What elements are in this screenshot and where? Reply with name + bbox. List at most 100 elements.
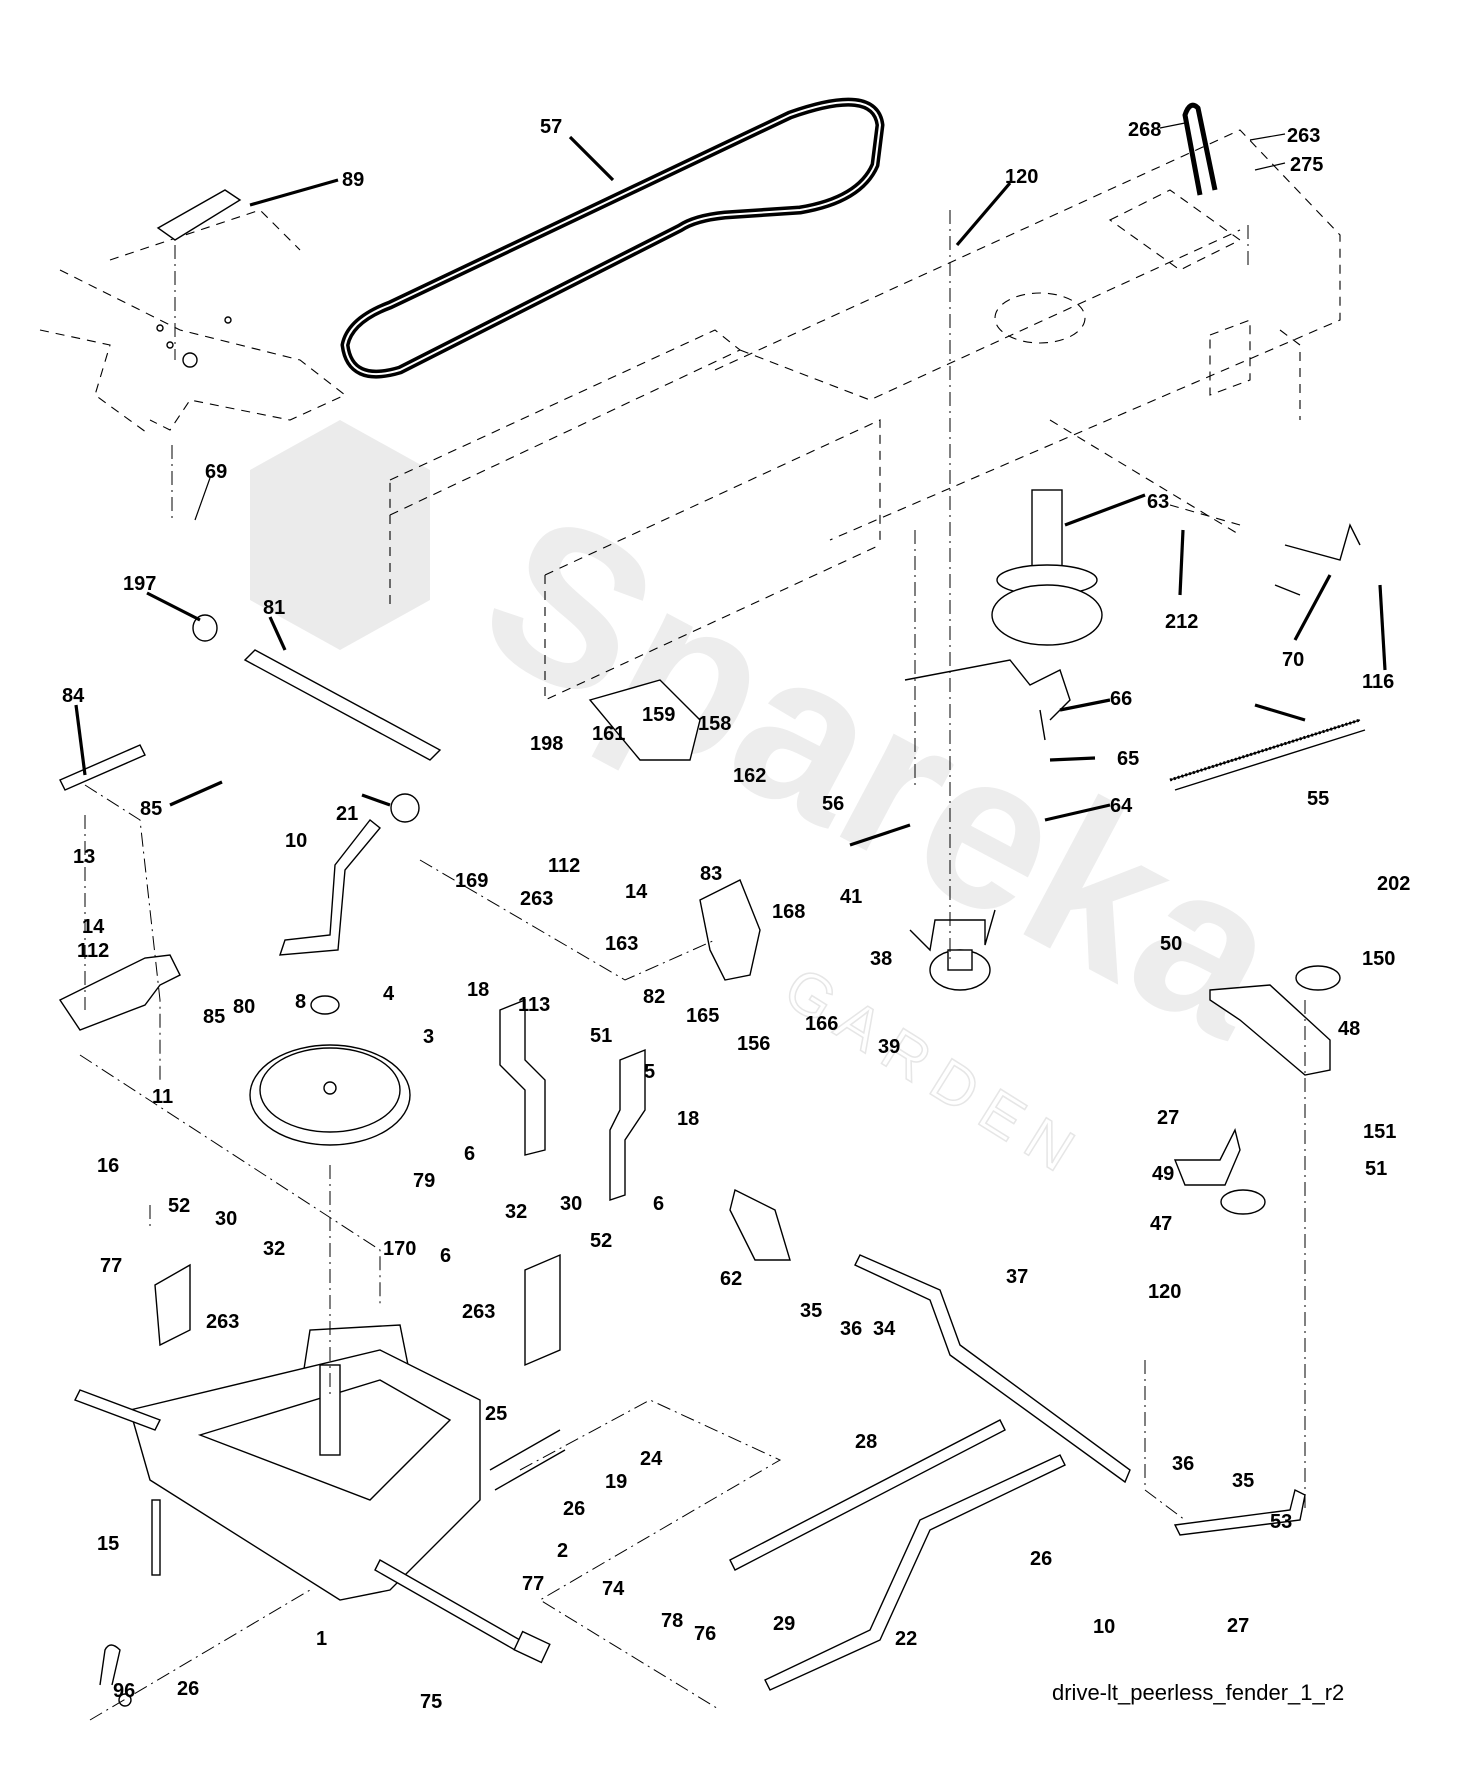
callout-19: 19 — [605, 1471, 627, 1493]
callout-53: 53 — [1270, 1511, 1292, 1533]
callout-116: 116 — [1362, 671, 1394, 693]
callout-84: 84 — [62, 685, 85, 707]
callout-151: 151 — [1363, 1121, 1396, 1143]
callout-35: 35 — [800, 1300, 822, 1322]
callout-161: 161 — [592, 723, 625, 745]
callout-10-lower: 10 — [1093, 1616, 1115, 1638]
leader-lines — [74, 122, 1387, 847]
callout-158: 158 — [698, 713, 731, 735]
callout-22: 22 — [895, 1628, 917, 1650]
assembly-lines — [79, 210, 1306, 1721]
callout-63: 63 — [1147, 491, 1169, 513]
drive-belt — [340, 97, 885, 379]
callout-52-mid: 52 — [590, 1230, 612, 1252]
callout-30: 30 — [215, 1208, 237, 1230]
callout-69: 69 — [205, 461, 227, 483]
callout-35-right: 35 — [1232, 1470, 1254, 1492]
callout-8: 8 — [295, 991, 306, 1013]
callout-6-mid: 6 — [653, 1193, 664, 1215]
callout-77: 77 — [100, 1255, 122, 1277]
callout-48: 48 — [1338, 1018, 1360, 1040]
callout-112: 112 — [548, 855, 580, 877]
callout-10: 10 — [285, 830, 307, 852]
callout-80: 80 — [233, 996, 255, 1018]
callout-14: 14 — [625, 881, 648, 903]
callout-77-lower: 77 — [522, 1573, 544, 1595]
callout-66: 66 — [1110, 688, 1132, 710]
callout-263: 263 — [1287, 125, 1320, 147]
callout-1: 1 — [316, 1628, 327, 1650]
callout-51-right: 51 — [1365, 1158, 1387, 1180]
callout-120-lower: 120 — [1148, 1281, 1181, 1303]
callout-32-mid: 32 — [505, 1201, 527, 1223]
callout-5: 5 — [644, 1061, 655, 1083]
callout-62: 62 — [720, 1268, 742, 1290]
callout-36: 36 — [840, 1318, 862, 1340]
callout-29: 29 — [773, 1613, 795, 1635]
callout-165: 165 — [686, 1005, 719, 1027]
callout-112-left: 112 — [77, 940, 109, 962]
callout-65: 65 — [1117, 748, 1139, 770]
callout-52: 52 — [168, 1195, 190, 1217]
callout-197: 197 — [123, 573, 156, 595]
callout-15: 15 — [97, 1533, 119, 1555]
callout-156: 156 — [737, 1033, 770, 1055]
callout-120: 120 — [1005, 166, 1038, 188]
callout-81: 81 — [263, 597, 285, 619]
callout-49: 49 — [1152, 1163, 1174, 1185]
callout-18: 18 — [467, 979, 489, 1001]
callout-263-left: 263 — [206, 1311, 239, 1333]
callout-162: 162 — [733, 765, 766, 787]
callout-37: 37 — [1006, 1266, 1028, 1288]
callout-18-lower: 18 — [677, 1108, 699, 1130]
callout-76: 76 — [694, 1623, 716, 1645]
callout-24: 24 — [640, 1448, 663, 1470]
callout-268: 268 — [1128, 119, 1161, 141]
watermark-logo-icon — [250, 420, 430, 650]
callout-113: 113 — [518, 994, 550, 1016]
callout-70: 70 — [1282, 649, 1304, 671]
callout-166: 166 — [805, 1013, 838, 1035]
callout-89: 89 — [342, 169, 364, 191]
callout-28: 28 — [855, 1431, 877, 1453]
callout-74: 74 — [602, 1578, 625, 1600]
callout-150: 150 — [1362, 948, 1395, 970]
callout-198: 198 — [530, 733, 563, 755]
callout-11: 11 — [152, 1086, 173, 1108]
chassis-frame — [389, 129, 1341, 701]
callout-169: 169 — [455, 870, 488, 892]
callout-170: 170 — [383, 1238, 416, 1260]
callout-30-mid: 30 — [560, 1193, 582, 1215]
callouts: 57 89 120 268 263 275 69 63 212 70 116 1… — [62, 116, 1410, 1713]
parts — [58, 102, 1366, 1707]
callout-75: 75 — [420, 1691, 442, 1713]
callout-26: 26 — [563, 1498, 585, 1520]
callout-6: 6 — [464, 1143, 475, 1165]
callout-64: 64 — [1110, 795, 1133, 817]
diagram-caption: drive-lt_peerless_fender_1_r2 — [1052, 1680, 1345, 1705]
callout-3: 3 — [423, 1026, 434, 1048]
callout-27-lower: 27 — [1227, 1615, 1249, 1637]
callout-39: 39 — [878, 1036, 900, 1058]
callout-55: 55 — [1307, 788, 1329, 810]
callout-56: 56 — [822, 793, 844, 815]
callout-83: 83 — [700, 863, 722, 885]
callout-13: 13 — [73, 846, 95, 868]
callout-34: 34 — [873, 1318, 896, 1340]
callout-16: 16 — [97, 1155, 119, 1177]
callout-36-right: 36 — [1172, 1453, 1194, 1475]
callout-168: 168 — [772, 901, 805, 923]
callout-32: 32 — [263, 1238, 285, 1260]
callout-79: 79 — [413, 1170, 435, 1192]
callout-26-right: 26 — [1030, 1548, 1052, 1570]
callout-25: 25 — [485, 1403, 507, 1425]
callout-2: 2 — [557, 1540, 568, 1562]
callout-82: 82 — [643, 986, 665, 1008]
callout-212: 212 — [1165, 611, 1198, 633]
callout-47: 47 — [1150, 1213, 1172, 1235]
callout-163: 163 — [605, 933, 638, 955]
callout-263-mid: 263 — [520, 888, 553, 910]
callout-202: 202 — [1377, 873, 1410, 895]
callout-6-lower: 6 — [440, 1245, 451, 1267]
